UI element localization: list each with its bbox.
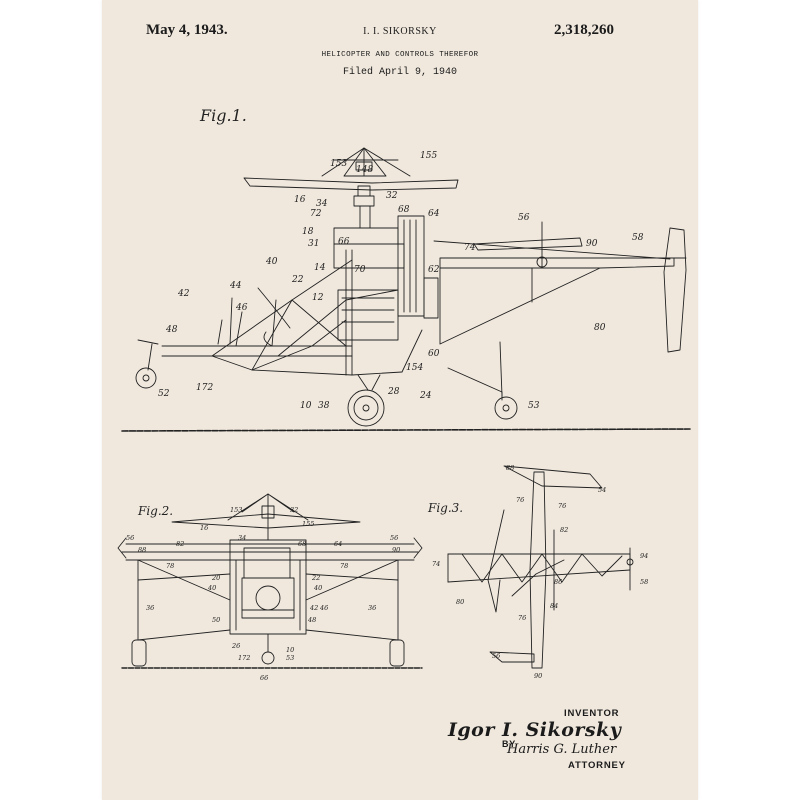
svg-text:172: 172 — [238, 654, 250, 662]
svg-text:68: 68 — [398, 205, 410, 215]
fig2-front-view: Fig.2. — [117, 493, 423, 682]
svg-text:36: 36 — [368, 604, 376, 612]
svg-text:60: 60 — [428, 349, 440, 359]
inventor-header: I. I. SIKORSKY — [363, 26, 437, 37]
svg-text:56: 56 — [492, 652, 500, 660]
svg-text:42: 42 — [309, 604, 318, 612]
svg-text:22: 22 — [291, 275, 304, 285]
svg-text:155: 155 — [302, 520, 314, 528]
svg-text:32: 32 — [386, 191, 398, 201]
by-label: BY — [502, 739, 517, 749]
svg-text:72: 72 — [310, 209, 322, 219]
fig3-top-view: Fig.3. 88 54 76 76 82 74 94 58 86 80 84 76 — [427, 464, 648, 680]
patent-number: 2,318,260 — [554, 22, 614, 38]
svg-text:40: 40 — [313, 584, 322, 592]
svg-text:28: 28 — [387, 387, 400, 397]
attorney-label: ATTORNEY — [568, 760, 626, 771]
svg-text:90: 90 — [392, 546, 400, 554]
filed-date: Filed April 9, 1940 — [342, 67, 458, 78]
svg-text:76: 76 — [558, 502, 566, 510]
svg-text:34: 34 — [238, 534, 246, 542]
svg-text:16: 16 — [294, 195, 306, 205]
svg-text:154: 154 — [406, 363, 423, 373]
svg-text:148: 148 — [356, 165, 373, 175]
fig1-caption: Fig.1. — [199, 106, 247, 125]
svg-text:76: 76 — [516, 496, 524, 504]
svg-text:48: 48 — [307, 616, 316, 624]
inventor-signature: Igor I. Sikorsky — [448, 719, 622, 741]
svg-text:56: 56 — [390, 534, 398, 542]
svg-text:74: 74 — [432, 560, 440, 568]
svg-text:40: 40 — [265, 257, 278, 267]
fig3-caption: Fig.3. — [427, 501, 463, 515]
svg-text:24: 24 — [419, 391, 432, 401]
svg-text:12: 12 — [312, 293, 324, 303]
svg-text:14: 14 — [314, 263, 326, 273]
svg-text:172: 172 — [196, 383, 213, 393]
svg-text:38: 38 — [318, 401, 330, 411]
svg-text:50: 50 — [212, 616, 220, 624]
svg-text:34: 34 — [316, 199, 328, 209]
svg-text:94: 94 — [640, 552, 648, 560]
svg-text:53: 53 — [286, 654, 294, 662]
svg-text:74: 74 — [464, 243, 476, 253]
svg-text:64: 64 — [334, 540, 342, 548]
patent-title: HELICOPTER AND CONTROLS THEREFOR — [321, 51, 479, 59]
svg-text:82: 82 — [176, 540, 184, 548]
patent-drawing: Fig.1. — [117, 106, 691, 682]
svg-text:26: 26 — [231, 642, 240, 650]
svg-text:153: 153 — [230, 506, 242, 514]
fig2-caption: Fig.2. — [137, 504, 173, 518]
svg-text:90: 90 — [534, 672, 542, 680]
svg-text:22: 22 — [311, 574, 320, 582]
patent-date: May 4, 1943. — [146, 22, 228, 38]
svg-text:32: 32 — [290, 506, 298, 514]
svg-text:78: 78 — [166, 562, 174, 570]
svg-text:88: 88 — [138, 546, 146, 554]
svg-text:84: 84 — [550, 602, 558, 610]
svg-text:62: 62 — [428, 265, 440, 275]
svg-text:42: 42 — [177, 289, 190, 299]
svg-text:68: 68 — [298, 540, 306, 548]
svg-text:58: 58 — [632, 233, 644, 243]
svg-text:16: 16 — [200, 524, 208, 532]
svg-text:18: 18 — [302, 227, 314, 237]
svg-text:80: 80 — [456, 598, 464, 606]
svg-text:31: 31 — [308, 239, 319, 249]
svg-text:76: 76 — [518, 614, 526, 622]
attorney-signature: Harris G. Luther — [507, 742, 617, 757]
svg-text:56: 56 — [126, 534, 134, 542]
svg-text:36: 36 — [146, 604, 154, 612]
svg-text:86: 86 — [554, 578, 562, 586]
svg-text:88: 88 — [506, 464, 514, 472]
patent-sheet: May 4, 1943. I. I. SIKORSKY 2,318,260 HE… — [102, 0, 698, 800]
svg-text:20: 20 — [211, 574, 220, 582]
svg-text:155: 155 — [420, 151, 437, 161]
svg-text:66: 66 — [338, 237, 350, 247]
svg-text:54: 54 — [598, 486, 606, 494]
svg-text:58: 58 — [640, 578, 648, 586]
svg-text:64: 64 — [428, 209, 440, 219]
svg-text:80: 80 — [594, 323, 606, 333]
svg-text:78: 78 — [340, 562, 348, 570]
svg-text:52: 52 — [158, 389, 170, 399]
svg-text:82: 82 — [560, 526, 568, 534]
svg-text:53: 53 — [528, 401, 540, 411]
svg-text:153: 153 — [330, 159, 347, 169]
svg-text:10: 10 — [286, 646, 294, 654]
svg-text:46: 46 — [235, 303, 248, 313]
inventor-label: INVENTOR — [564, 708, 620, 719]
fig1-side-view: Fig.1. — [121, 106, 691, 432]
svg-text:90: 90 — [586, 239, 598, 249]
svg-text:48: 48 — [165, 325, 178, 335]
svg-text:10: 10 — [300, 401, 312, 411]
svg-text:56: 56 — [518, 213, 530, 223]
svg-text:66: 66 — [260, 674, 268, 682]
svg-text:46: 46 — [319, 604, 328, 612]
svg-text:44: 44 — [229, 281, 242, 291]
svg-text:70: 70 — [354, 265, 366, 275]
svg-text:40: 40 — [207, 584, 216, 592]
